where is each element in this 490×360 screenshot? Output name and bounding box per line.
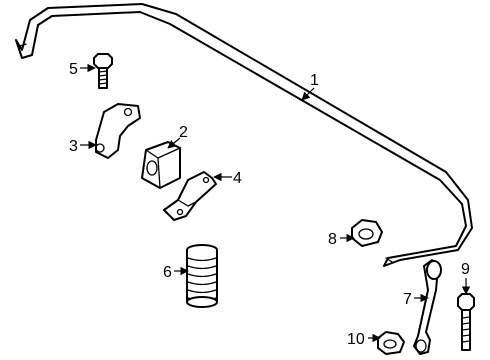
- nut-part-10: [377, 331, 405, 355]
- callout-4: 4: [233, 170, 242, 187]
- callout-2-leader: [167, 137, 181, 149]
- callout-1: 1: [310, 72, 319, 89]
- callout-10: 10: [347, 331, 365, 348]
- bushing-part: [141, 141, 181, 189]
- nut-part-8: [351, 219, 383, 247]
- link-bolt-part: [457, 293, 475, 351]
- callout-1-leader: [301, 87, 315, 101]
- callout-8: 8: [328, 231, 337, 248]
- stabilizer-link-part: [413, 259, 442, 355]
- callout-9: 9: [461, 261, 470, 278]
- coil-spring-part: [186, 244, 218, 308]
- callout-7: 7: [403, 291, 412, 308]
- callout-3: 3: [69, 138, 78, 155]
- callout-5: 5: [69, 61, 78, 78]
- callout-6: 6: [163, 264, 172, 281]
- callout-2: 2: [179, 124, 188, 141]
- bracket-part: [95, 103, 141, 159]
- stabilizer-bar-part: [15, 3, 473, 267]
- bolt-part: [93, 53, 113, 89]
